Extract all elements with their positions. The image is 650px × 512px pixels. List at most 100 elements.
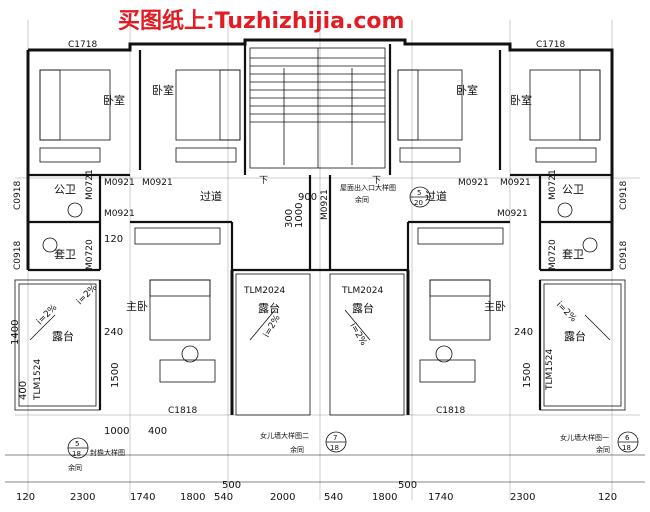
label-terrace-1: 露台 xyxy=(52,329,74,343)
callout-parapet-left: 女儿墙大样图二 余同 7 18 xyxy=(260,431,347,454)
dimension-label: 2000 xyxy=(270,492,295,503)
dim-900: 900 xyxy=(298,192,317,203)
dimension-line xyxy=(5,454,645,483)
code-c0918-d: C0918 xyxy=(619,241,629,270)
code-m0921-stair: M0921 xyxy=(320,189,330,220)
label-terrace-2: 露台 xyxy=(258,301,280,315)
dimension-label: 120 xyxy=(16,492,35,503)
dim-1000: 1000 xyxy=(104,426,129,437)
svg-text:屋面出入口大样图: 屋面出入口大样图 xyxy=(340,183,396,192)
dimension-chain: 120 2300 1740 1800 540 2000 540 1800 1740 2300 120 xyxy=(16,492,617,503)
callout-eaves-left: 5 18 封檐大样图 余同 xyxy=(67,437,125,472)
slope-3: i=2% xyxy=(262,313,283,339)
label-down-right: 下 xyxy=(372,176,381,186)
code-c0918-c: C0918 xyxy=(619,181,629,210)
svg-text:5: 5 xyxy=(417,189,421,197)
outer-walls xyxy=(26,38,614,415)
label-down-left: 下 xyxy=(259,176,268,186)
code-m0720-left: M0720 xyxy=(85,239,95,270)
furniture xyxy=(39,69,601,383)
dim-500a: 500 xyxy=(222,480,241,491)
svg-text:18: 18 xyxy=(622,444,631,452)
dim-1000b: 1000 xyxy=(294,203,305,228)
label-bedroom-2: 卧室 xyxy=(152,83,174,97)
label-corridor-left: 过道 xyxy=(200,189,222,203)
code-tlm1524-right: TLM1524 xyxy=(545,349,555,391)
svg-text:18: 18 xyxy=(72,450,81,458)
terrace-parapets xyxy=(14,273,626,416)
callout-parapet-right: 女儿墙大样图一 余同 6 18 xyxy=(560,431,639,454)
label-corridor-right: 过道 xyxy=(425,189,447,203)
label-public-wc-right: 公卫 xyxy=(562,183,584,196)
dimension-label: 540 xyxy=(214,492,233,503)
code-m0921-b: M0921 xyxy=(142,178,173,188)
svg-text:余同: 余同 xyxy=(68,463,82,472)
dim-1500b: 1500 xyxy=(522,363,533,388)
code-m0921-d: M0921 xyxy=(500,178,531,188)
svg-text:余同: 余同 xyxy=(596,445,610,454)
label-bedroom-1: 卧室 xyxy=(103,93,125,107)
code-c1818-left: C1818 xyxy=(168,406,197,416)
dim-300: 300 xyxy=(284,209,295,228)
svg-text:余同: 余同 xyxy=(355,195,369,204)
svg-text:女儿墙大样图二: 女儿墙大样图二 xyxy=(260,431,309,440)
dimension-label: 1800 xyxy=(372,492,397,503)
code-c0918-b: C0918 xyxy=(13,241,23,270)
label-terrace-4: 露台 xyxy=(564,329,586,343)
svg-text:6: 6 xyxy=(625,434,630,442)
label-terrace-3: 露台 xyxy=(352,301,374,315)
dim-400: 400 xyxy=(148,426,167,437)
svg-text:5: 5 xyxy=(75,440,79,448)
label-bedroom-3: 卧室 xyxy=(456,83,478,97)
code-m0921-a: M0921 xyxy=(104,178,135,188)
svg-text:余同: 余同 xyxy=(290,445,304,454)
dimension-label: 2300 xyxy=(70,492,95,503)
dimension-label: 540 xyxy=(324,492,343,503)
slope-arrows xyxy=(29,309,611,341)
svg-text:封檐大样图: 封檐大样图 xyxy=(90,448,125,457)
code-m0921-e: M0921 xyxy=(104,209,135,219)
dim-120: 120 xyxy=(104,234,123,245)
label-bedroom-4: 卧室 xyxy=(510,93,532,107)
code-m0921-f: M0921 xyxy=(497,209,528,219)
label-master-right: 主卧 xyxy=(484,300,506,313)
callout-roof-entrance: 屋面出入口大样图 余同 5 20 xyxy=(340,183,431,208)
code-c1718-left: C1718 xyxy=(68,40,97,50)
code-c0918-a: C0918 xyxy=(13,181,23,210)
code-m0721-right: M0721 xyxy=(548,169,558,200)
code-m0720-right: M0720 xyxy=(548,239,558,270)
dim-400v: 400 xyxy=(18,381,29,400)
dimension-label: 1740 xyxy=(130,492,155,503)
code-m0921-c: M0921 xyxy=(458,178,489,188)
code-tlm2024-left: TLM2024 xyxy=(243,286,285,296)
dim-1400: 1400 xyxy=(10,320,21,345)
code-m0721-left: M0721 xyxy=(85,169,95,200)
code-tlm2024-right: TLM2024 xyxy=(341,286,383,296)
dimension-label: 1800 xyxy=(180,492,205,503)
dim-240b: 240 xyxy=(514,327,533,338)
code-c1718-right: C1718 xyxy=(536,40,565,50)
dim-1500a: 1500 xyxy=(110,363,121,388)
svg-text:20: 20 xyxy=(414,199,423,207)
stairwell xyxy=(249,47,386,169)
dim-240a: 240 xyxy=(104,327,123,338)
watermark: 买图纸上:Tuzhizhijia.com xyxy=(118,8,404,34)
slope-5: i=2% xyxy=(554,300,579,325)
slope-1: i=2% xyxy=(35,303,60,328)
code-c1818-right: C1818 xyxy=(436,406,465,416)
svg-text:女儿墙大样图一: 女儿墙大样图一 xyxy=(560,433,609,442)
label-ensuite-right: 套卫 xyxy=(562,248,584,261)
label-master-left: 主卧 xyxy=(126,300,148,313)
code-tlm1524-left: TLM1524 xyxy=(33,359,43,401)
dimension-label: 120 xyxy=(598,492,617,503)
interior-walls xyxy=(28,44,612,410)
dimension-label: 1740 xyxy=(428,492,453,503)
dim-500b: 500 xyxy=(398,480,417,491)
svg-text:18: 18 xyxy=(330,444,339,452)
label-public-wc-left: 公卫 xyxy=(54,183,76,196)
label-ensuite-left: 套卫 xyxy=(54,248,76,261)
svg-text:7: 7 xyxy=(333,434,337,442)
dimension-label: 2300 xyxy=(510,492,535,503)
